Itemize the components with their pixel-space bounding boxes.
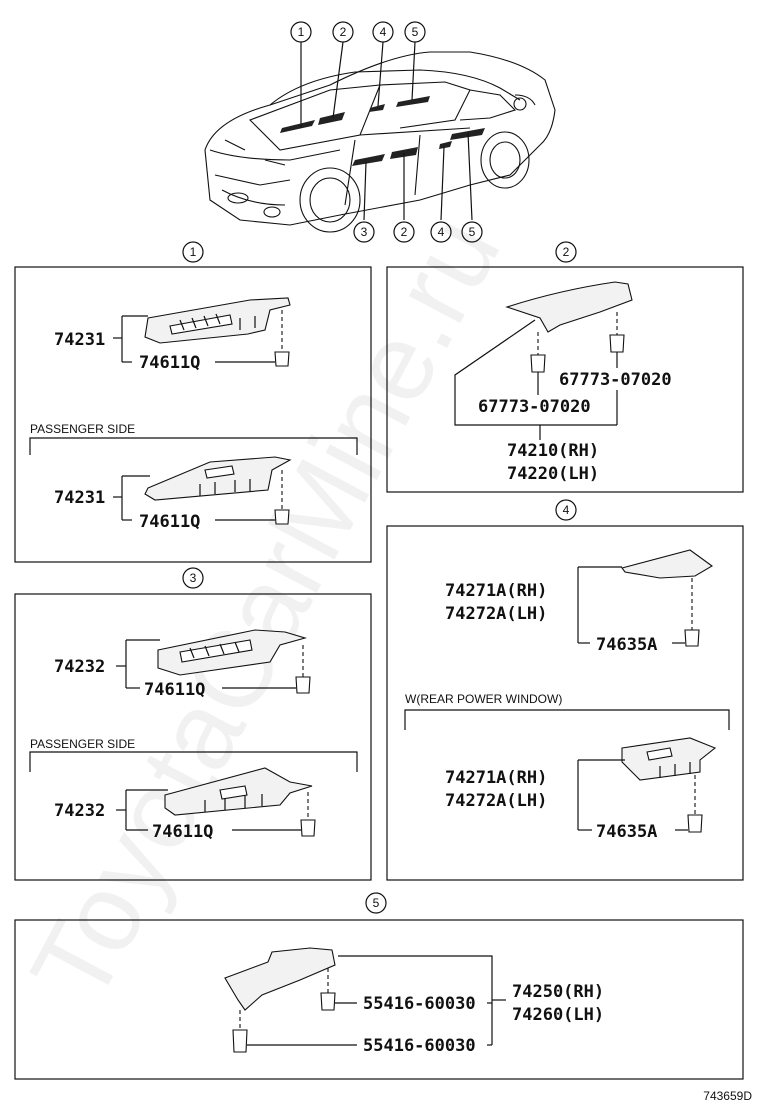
svg-text:5: 5 [469, 225, 476, 239]
clip-55416-60030-a [320, 992, 336, 1011]
panel-4: 4 74271A(RH) 74272A(LH) 74635A W(REAR PO… [386, 499, 744, 881]
passenger-side-bracket-3 [29, 751, 358, 772]
svg-text:2: 2 [401, 225, 408, 239]
panel-2: 2 67773-07020 67773-07020 74210(RH) 7422… [386, 241, 744, 493]
label-74611q-passenger-p3: 74611Q [152, 822, 213, 842]
panel-2-callout: 2 [563, 245, 570, 259]
panel-4-callout: 4 [563, 503, 570, 517]
panel-1-callout: 1 [190, 245, 197, 259]
svg-text:2: 2 [340, 25, 347, 39]
label-74635a-upper: 74635A [596, 635, 657, 655]
switch-74231-passenger [144, 456, 292, 501]
label-55416-60030-b: 55416-60030 [363, 1036, 476, 1056]
garnish-74210-74220 [505, 281, 633, 333]
switch-74271a-lower [621, 737, 717, 781]
panel-3-callout: 3 [190, 571, 197, 585]
label-67773-07020-b: 67773-07020 [559, 370, 672, 390]
clip-74635a-lower [687, 814, 703, 833]
label-74231-driver: 74231 [54, 330, 105, 350]
clip-74611q-passenger [274, 509, 290, 525]
garnish-74250-74260 [224, 947, 336, 1011]
callout-bottom-3: 3 [353, 221, 375, 243]
label-74220-lh: 74220(LH) [507, 464, 599, 484]
svg-text:5: 5 [412, 25, 419, 39]
rear-power-window-note: W(REAR POWER WINDOW) [405, 692, 562, 706]
callout-top-1: 1 [290, 21, 312, 43]
clip-74611q-driver-p3 [295, 676, 311, 694]
svg-text:1: 1 [298, 25, 305, 39]
panel-3: 3 74232 74611Q PASSENGER SIDE 74232 7461… [14, 567, 372, 881]
clip-74635a-upper [684, 629, 700, 647]
clip-67773-07020-a [530, 354, 546, 373]
clip-74611q-passenger-p3 [300, 819, 316, 837]
callout-top-4: 4 [372, 21, 394, 43]
callout-bottom-5: 5 [461, 221, 483, 243]
passenger-side-bracket-1 [29, 437, 358, 455]
label-74611q-passenger: 74611Q [139, 512, 200, 532]
label-74272a-lh-lower: 74272A(LH) [445, 791, 547, 811]
rear-power-window-bracket [404, 709, 730, 730]
clip-55416-60030-b [232, 1029, 248, 1053]
passenger-side-label-1: PASSENGER SIDE [30, 422, 135, 436]
label-74210-rh: 74210(RH) [507, 441, 599, 461]
label-74232-passenger: 74232 [54, 801, 105, 821]
clip-74611q-driver [274, 351, 290, 367]
label-74260-lh: 74260(LH) [512, 1005, 604, 1025]
label-74250-rh: 74250(RH) [512, 982, 604, 1002]
panel-5: 5 55416-60030 55416-60030 74250(RH) 7426… [14, 892, 744, 1080]
callout-top-5: 5 [404, 21, 426, 43]
car-illustration [204, 41, 556, 233]
clip-67773-07020-b [609, 334, 625, 353]
label-74271a-rh-upper: 74271A(RH) [445, 581, 547, 601]
label-74271a-rh-lower: 74271A(RH) [445, 768, 547, 788]
callout-bottom-4: 4 [430, 221, 452, 243]
label-74611q-driver-p3: 74611Q [144, 680, 205, 700]
label-67773-07020-a: 67773-07020 [478, 397, 591, 417]
label-55416-60030-a: 55416-60030 [363, 994, 476, 1014]
label-74232-driver: 74232 [54, 657, 105, 677]
label-74231-passenger: 74231 [54, 488, 105, 508]
callout-bottom-2: 2 [393, 221, 415, 243]
svg-text:4: 4 [438, 225, 445, 239]
figure-id: 743659D [703, 1089, 752, 1103]
panel-1: 1 74231 74611Q PASSENGER SIDE 74231 7461… [14, 241, 372, 563]
label-74635a-lower: 74635A [596, 822, 657, 842]
label-74272a-lh-upper: 74272A(LH) [445, 604, 547, 624]
passenger-side-label-3: PASSENGER SIDE [30, 737, 135, 751]
callout-top-2: 2 [332, 21, 354, 43]
switch-74271a-upper [621, 549, 714, 579]
panel-5-callout: 5 [373, 896, 380, 910]
svg-text:4: 4 [380, 25, 387, 39]
svg-text:3: 3 [361, 225, 368, 239]
label-74611q-driver: 74611Q [139, 353, 200, 373]
